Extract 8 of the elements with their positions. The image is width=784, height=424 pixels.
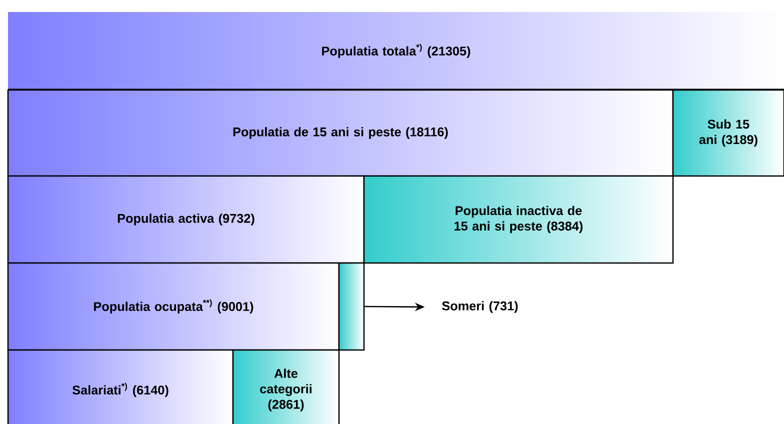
strip-bar (338, 262, 365, 351)
category-box: Populatia inactiva de 15 ani si peste (8384) (363, 175, 674, 264)
category-label: Someri (731) (442, 301, 518, 313)
category-box: Sub 15 ani (3189) (672, 89, 784, 177)
category-box: Populatia totala$^{*)}$ (21305) (8, 44, 784, 90)
category-box: Populatia activa (9732) (7, 175, 365, 264)
category-box: Alte categorii (2861) (232, 349, 340, 424)
category-box: Salariati$^{*)}$ (6140) (7, 349, 234, 424)
